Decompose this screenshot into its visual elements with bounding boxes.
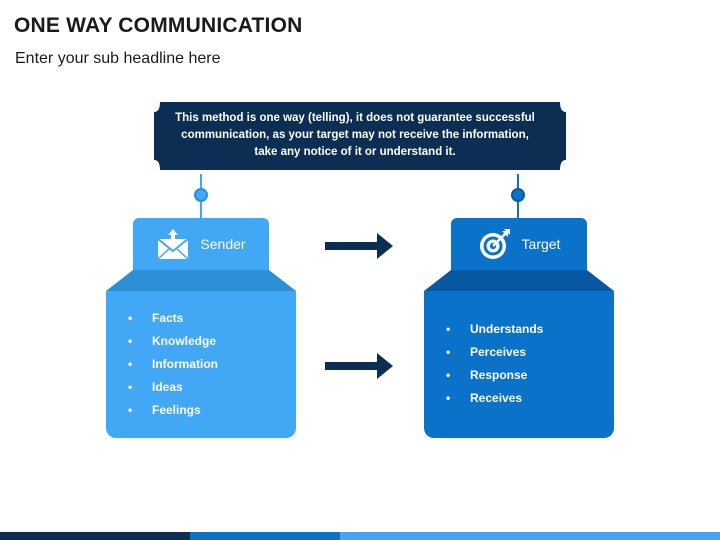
banner-text: This method is one way (telling), it doe…: [175, 112, 535, 158]
target-trapezoid: [424, 270, 614, 291]
sender-label: Sender: [200, 236, 246, 252]
sender-list: FactsKnowledgeInformationIdeasFeelings: [128, 307, 218, 422]
flow-arrow-top: [325, 233, 393, 259]
target-item: Understands: [446, 318, 543, 341]
sender-trapezoid: [106, 270, 296, 291]
flow-arrow-bottom: [325, 353, 393, 379]
sender-item: Feelings: [128, 399, 218, 422]
target-label: Target: [521, 236, 561, 252]
target-item: Receives: [446, 387, 543, 410]
target-item: Response: [446, 364, 543, 387]
page-title: ONE WAY COMMUNICATION: [14, 14, 303, 37]
target-item: Perceives: [446, 341, 543, 364]
target-header: Target: [451, 218, 587, 270]
target-connector-dot: [511, 188, 525, 202]
target-list: UnderstandsPerceivesResponseReceives: [446, 318, 543, 410]
sender-box: FactsKnowledgeInformationIdeasFeelings: [106, 291, 296, 438]
sender-item: Knowledge: [128, 330, 218, 353]
banner-shape: [154, 102, 566, 170]
sender-item: Information: [128, 353, 218, 376]
sender-connector-dot: [194, 188, 208, 202]
mail-icon: [156, 227, 190, 261]
page-subtitle: Enter your sub headline here: [15, 50, 221, 67]
sender-item: Ideas: [128, 376, 218, 399]
bottom-decor-bar: [0, 532, 720, 540]
target-box: UnderstandsPerceivesResponseReceives: [424, 291, 614, 438]
sender-header: Sender: [133, 218, 269, 270]
sender-item: Facts: [128, 307, 218, 330]
target-icon: [478, 227, 512, 261]
